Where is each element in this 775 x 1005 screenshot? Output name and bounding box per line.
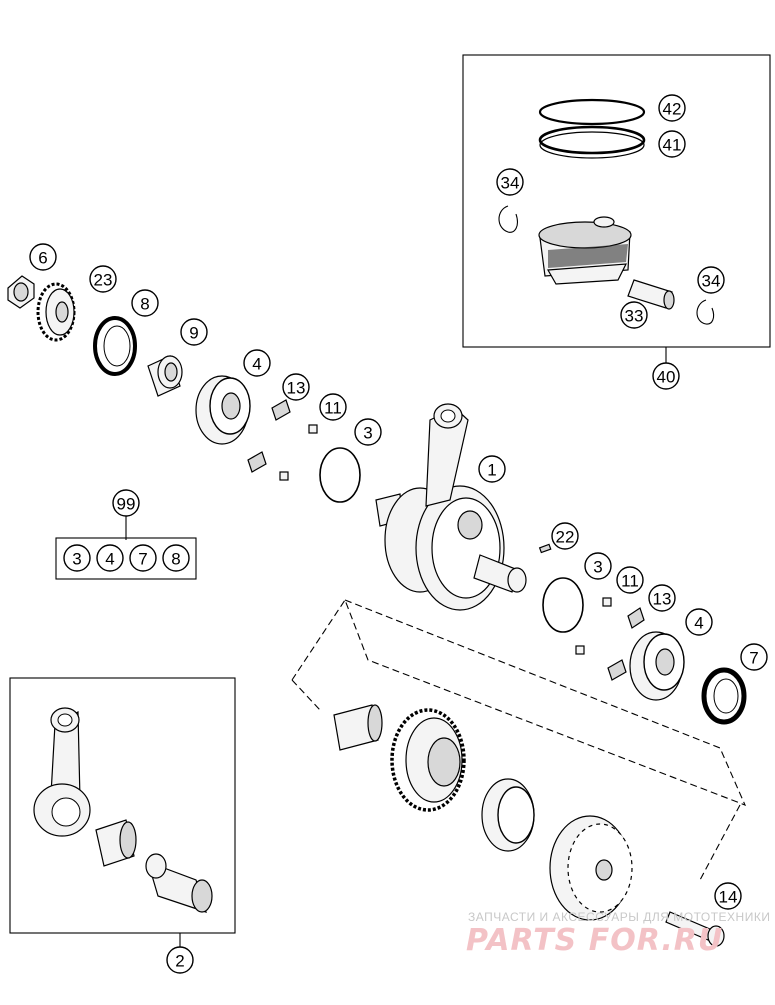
svg-text:8: 8 — [140, 295, 149, 314]
svg-text:6: 6 — [38, 249, 47, 268]
svg-text:13: 13 — [287, 379, 306, 398]
svg-text:14: 14 — [719, 888, 738, 907]
svg-text:4: 4 — [105, 550, 114, 569]
freewheel — [481, 778, 535, 852]
svg-text:41: 41 — [663, 136, 682, 155]
callout-3-left: 3 — [354, 418, 382, 446]
spacer-sleeve — [147, 355, 183, 397]
svg-text:99: 99 — [117, 495, 136, 514]
callout-13-right: 13 — [648, 584, 676, 612]
callout-22: 22 — [551, 522, 579, 550]
screw-right-2 — [575, 645, 585, 655]
callout-11-right: 11 — [616, 566, 644, 594]
svg-text:7: 7 — [138, 550, 147, 569]
piston-ring-top — [538, 98, 646, 126]
crankshaft — [375, 403, 527, 611]
callout-99: 99 — [112, 489, 140, 517]
main-bearing-left — [195, 375, 251, 445]
callout-9: 9 — [180, 318, 208, 346]
callout-34-left: 34 — [496, 168, 524, 196]
svg-text:1: 1 — [487, 461, 496, 480]
drive-gear — [36, 282, 76, 342]
kit-99-box — [55, 537, 197, 580]
piston-kit-box — [462, 54, 771, 363]
shim-ring-left — [319, 447, 361, 503]
piston-ring-middle — [538, 125, 646, 159]
svg-text:2: 2 — [175, 952, 184, 971]
callout-13-left: 13 — [282, 373, 310, 401]
svg-text:34: 34 — [501, 174, 520, 193]
kit-99-item-1: 3 — [63, 544, 91, 572]
screw-right — [602, 597, 612, 607]
svg-text:34: 34 — [702, 272, 721, 291]
callout-2: 2 — [166, 946, 194, 974]
shaft-seal — [93, 316, 137, 376]
svg-text:11: 11 — [324, 399, 342, 418]
crank-pin — [145, 853, 213, 913]
dashed-outline — [291, 599, 747, 881]
connecting-rod — [33, 707, 91, 837]
piston — [538, 216, 632, 285]
rod-bearing — [95, 819, 137, 867]
callout-11-left: 11 — [319, 393, 347, 421]
callout-42: 42 — [658, 94, 686, 122]
svg-text:22: 22 — [556, 528, 575, 547]
svg-text:42: 42 — [663, 100, 682, 119]
starter-gear — [390, 708, 466, 812]
kit-99-item-3: 7 — [129, 544, 157, 572]
callout-34-right: 34 — [697, 266, 725, 294]
circlip-left — [498, 205, 518, 233]
svg-text:13: 13 — [653, 590, 672, 609]
watermark-brand: PARTS FOR.RU — [466, 923, 723, 958]
needle-bearing — [333, 704, 383, 751]
shaft-seal-right — [701, 667, 747, 725]
woodruff-key-left-2 — [247, 451, 267, 473]
dowel-pin — [538, 543, 552, 554]
kit-99-item-2: 4 — [96, 544, 124, 572]
callout-6: 6 — [29, 243, 57, 271]
svg-text:4: 4 — [694, 614, 703, 633]
svg-text:23: 23 — [94, 271, 113, 290]
svg-text:7: 7 — [749, 649, 758, 668]
callout-7: 7 — [740, 643, 768, 671]
callout-4-right: 4 — [685, 608, 713, 636]
conrod-kit-box — [9, 677, 236, 947]
svg-text:33: 33 — [625, 307, 644, 326]
callout-1: 1 — [478, 455, 506, 483]
woodruff-key-right-2 — [607, 659, 627, 681]
callout-33: 33 — [620, 301, 648, 329]
svg-text:9: 9 — [189, 324, 198, 343]
callout-23: 23 — [89, 265, 117, 293]
callout-14: 14 — [714, 882, 742, 910]
piston-pin — [627, 279, 675, 310]
woodruff-key-right — [627, 607, 645, 629]
svg-text:40: 40 — [657, 368, 676, 387]
rotor — [549, 815, 633, 921]
callout-8: 8 — [131, 289, 159, 317]
svg-text:3: 3 — [363, 424, 372, 443]
svg-text:11: 11 — [621, 572, 639, 591]
kit-99-item-4: 8 — [162, 544, 190, 572]
circlip-right — [696, 299, 715, 325]
svg-text:3: 3 — [593, 558, 602, 577]
svg-text:3: 3 — [72, 550, 81, 569]
main-bearing-right — [629, 631, 685, 701]
watermark-subtitle: ЗАПЧАСТИ И АКСЕССУАРЫ ДЛЯ МОТОТЕХНИКИ — [468, 910, 770, 924]
callout-4-left: 4 — [243, 349, 271, 377]
svg-text:8: 8 — [171, 550, 180, 569]
bolt — [665, 911, 725, 947]
callout-41: 41 — [658, 130, 686, 158]
watermark: ЗАПЧАСТИ И АКСЕССУАРЫ ДЛЯ МОТОТЕХНИКИ PA… — [466, 910, 770, 958]
callout-40: 40 — [652, 362, 680, 390]
shaft-nut — [7, 275, 35, 309]
screw-left — [279, 424, 318, 481]
woodruff-key-left — [271, 399, 291, 421]
shim-ring-right — [542, 577, 584, 633]
callout-3-right: 3 — [584, 552, 612, 580]
svg-text:4: 4 — [252, 355, 261, 374]
